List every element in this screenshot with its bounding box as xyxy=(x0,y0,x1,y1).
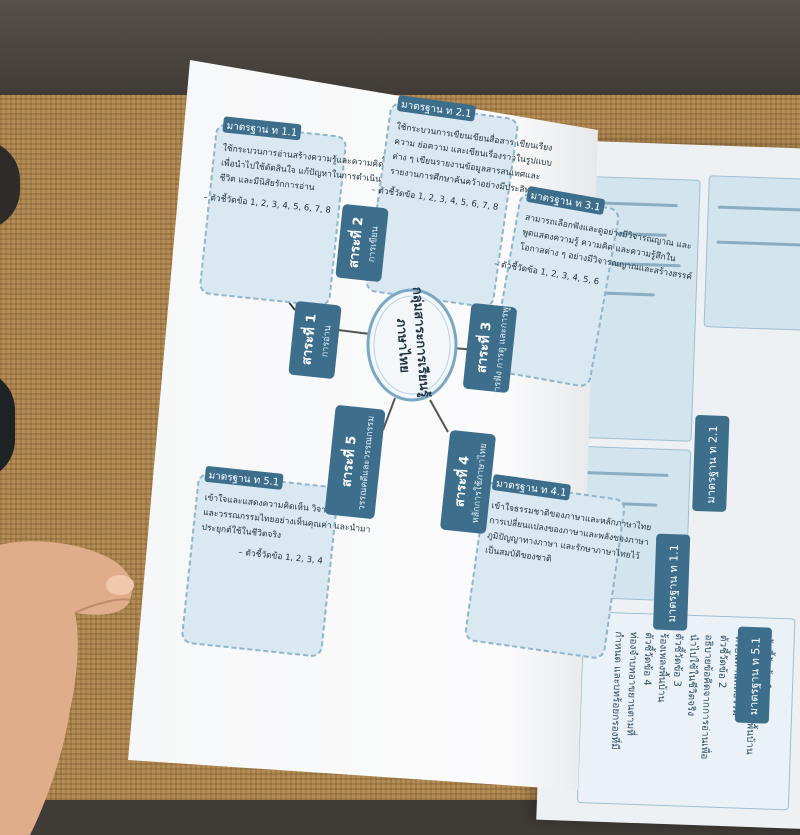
center-node: กลุ่มสาระการเรียนรู้ ภาษาไทย xyxy=(366,286,458,403)
standard-box: มาตรฐาน ท 4.1เข้าใจธรรมชาติของภาษาและหลั… xyxy=(464,474,652,659)
center-title-line1: กลุ่มสาระการเรียนรู้ xyxy=(409,286,433,398)
strand-subtitle: การเขียน xyxy=(366,226,381,263)
center-title-line2: ภาษาไทย xyxy=(393,318,414,374)
mind-map-diagram: มาตรฐาน ท 1.1ใช้กระบวนการอ่านสร้างความรู… xyxy=(181,95,693,659)
dark-object xyxy=(0,140,20,230)
dark-object xyxy=(0,370,15,480)
standard-box: มาตรฐาน ท 1.1ใช้กระบวนการอ่านสร้างความรู… xyxy=(199,116,384,307)
standard-box: มาตรฐาน ท 2.1ใช้กระบวนการเขียนเขียนสื่อส… xyxy=(365,95,553,308)
strand-node: สาระที่ 4หลักการใช้ภาษาไทย xyxy=(440,430,496,534)
svg-text:กลุ่มสาระการเรียนรู้ ภาษ: กลุ่มสาระการเรียนรู้ ภาษาไทย xyxy=(391,286,433,403)
hand xyxy=(0,541,134,835)
strand-subtitle: การอ่าน xyxy=(320,325,333,358)
standard-box: มาตรฐาน ท 3.1สามารถเลือกฟังและดูอย่างมีว… xyxy=(490,186,693,387)
